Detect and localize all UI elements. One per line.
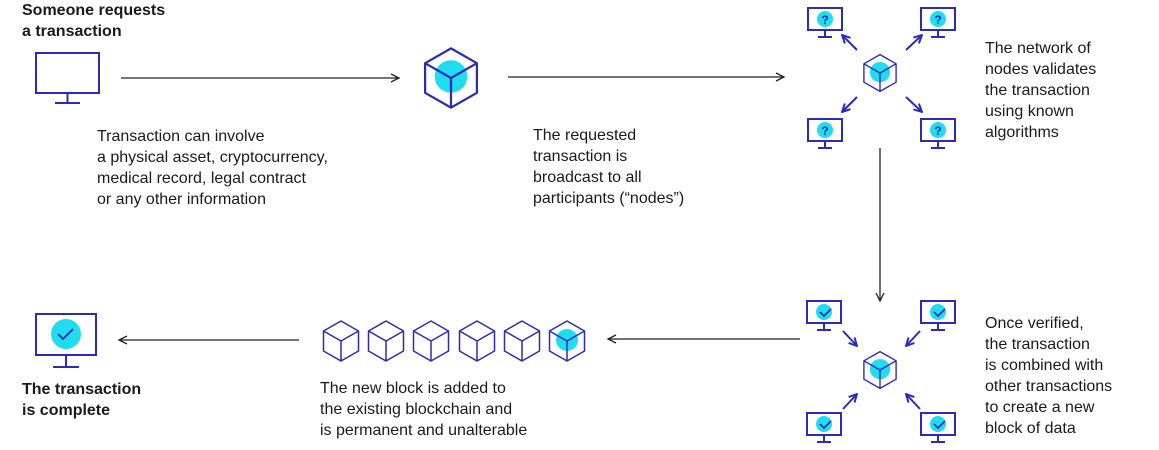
transaction-block-icon	[423, 47, 479, 109]
text-line: Transaction can involve	[97, 128, 265, 145]
completed-computer-icon	[35, 313, 97, 368]
node-question-icon: ?	[920, 118, 956, 149]
text-line: The requested	[533, 127, 637, 144]
text-line: the existing blockchain and	[320, 401, 513, 418]
verified-description: Once verified, the transaction is combin…	[985, 313, 1112, 439]
request-description: Transaction can involve a physical asset…	[97, 126, 328, 210]
text-line: to create a new	[985, 399, 1095, 416]
text-line: Once verified,	[985, 315, 1084, 332]
block-icon	[863, 53, 897, 93]
svg-text:?: ?	[821, 124, 828, 138]
node-check-icon	[920, 412, 956, 443]
node-question-icon: ?	[807, 118, 843, 149]
text-line: The network of	[985, 40, 1091, 57]
validate-description: The network of nodes validates the trans…	[985, 38, 1096, 143]
text-line: the transaction	[985, 336, 1090, 353]
new-block-icon	[548, 320, 586, 362]
text-line: a physical asset, cryptocurrency,	[97, 149, 328, 166]
text-line: broadcast to all	[533, 169, 642, 186]
computer-icon	[35, 52, 100, 104]
text-line: is permanent and unalterable	[320, 422, 528, 439]
text-line: participants (“nodes”)	[533, 190, 685, 207]
text-line: transaction is	[533, 148, 628, 165]
broadcast-description: The requested transaction is broadcast t…	[533, 125, 684, 209]
chain-description: The new block is added to the existing b…	[320, 378, 527, 441]
text-line: or any other information	[97, 191, 266, 208]
blockchain-icon	[322, 320, 586, 362]
request-title: Someone requests a transaction	[22, 0, 165, 42]
text-line: Someone requests	[22, 2, 166, 19]
text-line: medical record, legal contract	[97, 170, 306, 187]
svg-text:?: ?	[934, 13, 941, 27]
svg-text:?: ?	[821, 13, 828, 27]
node-check-icon	[806, 300, 842, 331]
text-line: the transaction	[985, 82, 1090, 99]
chain-block-icon	[322, 320, 360, 362]
block-icon	[863, 350, 897, 390]
verified-nodes-cluster	[806, 300, 956, 443]
node-check-icon	[806, 412, 842, 443]
validating-nodes-cluster: ? ? ? ?	[807, 7, 956, 149]
text-line: other transactions	[985, 378, 1113, 395]
text-line: using known	[985, 103, 1074, 120]
text-line: a transaction	[22, 23, 122, 40]
node-question-icon: ?	[807, 7, 843, 38]
chain-block-icon	[412, 320, 450, 362]
text-line: nodes validates	[985, 61, 1097, 78]
chain-block-icon	[503, 320, 541, 362]
node-check-icon	[920, 300, 956, 331]
complete-title: The transaction is complete	[22, 379, 141, 421]
text-line: is combined with	[985, 357, 1104, 374]
text-line: block of data	[985, 420, 1076, 437]
text-line: is complete	[22, 402, 111, 419]
text-line: The new block is added to	[320, 380, 506, 397]
chain-block-icon	[458, 320, 496, 362]
svg-text:?: ?	[934, 124, 941, 138]
text-line: algorithms	[985, 124, 1059, 141]
chain-block-icon	[367, 320, 405, 362]
text-line: The transaction	[22, 381, 142, 398]
node-question-icon: ?	[920, 7, 956, 38]
